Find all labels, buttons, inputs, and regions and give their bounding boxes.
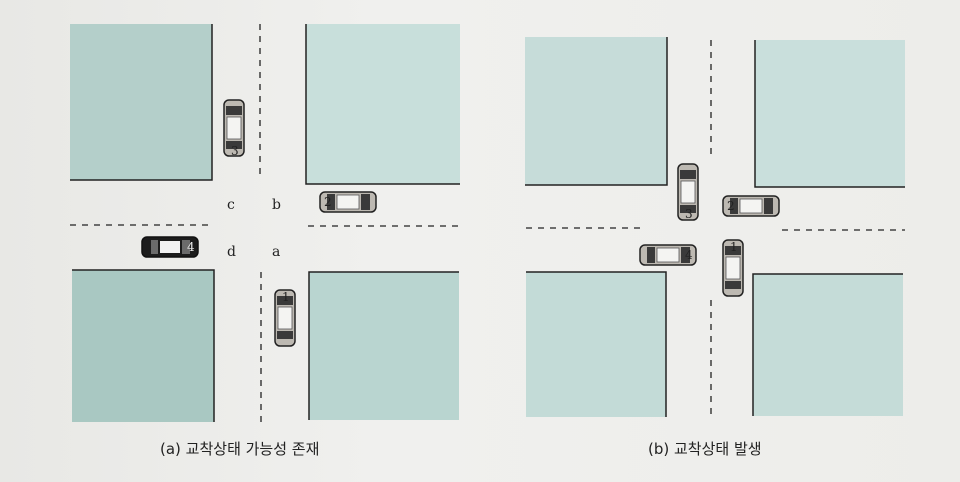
block-a-bottom-right (309, 272, 459, 420)
block-b-top-right (755, 40, 905, 187)
car-a-4: 4 (141, 236, 199, 258)
block-b-bottom-right (753, 274, 903, 416)
zone-label-b: b (272, 197, 281, 213)
curb-b-top-right (754, 40, 905, 188)
car-b-3-number: 3 (685, 207, 693, 221)
car-b-1-number: 1 (730, 240, 738, 254)
curb-a-bottom-left (72, 269, 215, 422)
zone-label-d: d (227, 244, 236, 260)
car-b-4-number: 4 (685, 248, 693, 262)
curb-a-top-right (305, 24, 460, 185)
car-a-1: 1 (274, 289, 296, 347)
caption-a: (a) 교착상태 가능성 존재 (160, 440, 320, 458)
car-a-4-number: 4 (187, 240, 195, 254)
car-b-4: 4 (639, 244, 697, 266)
car-b-3: 3 (677, 163, 699, 221)
curb-b-bottom-left (526, 271, 667, 417)
car-b-2-number: 2 (727, 199, 735, 213)
car-a-1-number: 1 (282, 290, 290, 304)
curb-a-top-left (70, 24, 213, 181)
car-b-1: 1 (722, 239, 744, 297)
car-b-2: 2 (722, 195, 780, 217)
zone-label-a: a (272, 244, 280, 260)
car-a-2: 2 (319, 191, 377, 213)
diagram-a: c b d a 3 2 4 1 (70, 24, 460, 422)
car-a-2-number: 2 (324, 195, 332, 209)
block-a-bottom-left (72, 270, 214, 422)
curb-b-top-left (525, 37, 668, 186)
curb-a-bottom-right (308, 271, 459, 420)
block-b-top-left (525, 37, 667, 185)
diagram-b: 3 2 4 1 (525, 37, 905, 418)
zone-label-c: c (227, 197, 235, 213)
car-a-3: 3 (223, 99, 245, 158)
block-b-bottom-left (526, 272, 666, 417)
curb-b-bottom-right (752, 273, 903, 416)
block-a-top-right (306, 24, 460, 184)
caption-b: (b) 교착상태 발생 (648, 440, 762, 458)
car-a-3-number: 3 (231, 144, 239, 158)
block-a-top-left (70, 24, 212, 180)
